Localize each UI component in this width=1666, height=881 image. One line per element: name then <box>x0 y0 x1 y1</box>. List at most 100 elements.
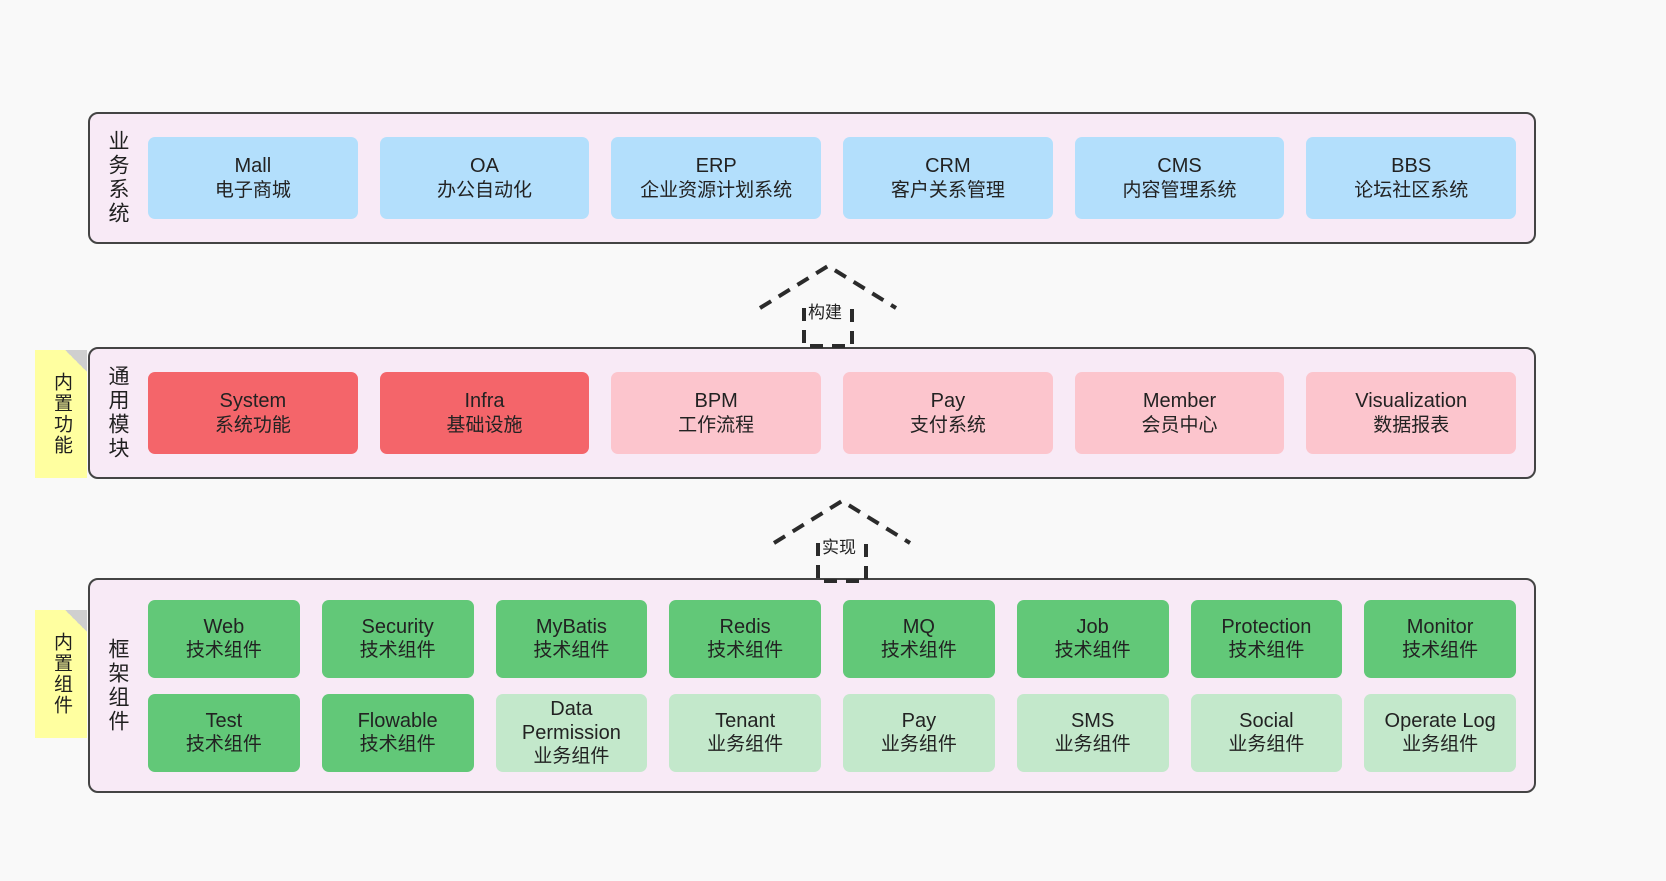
card-sms[interactable]: SMS 业务组件 <box>1016 693 1169 772</box>
card-title: Mall <box>234 155 272 178</box>
card-title: ERP <box>695 155 737 178</box>
card-redis[interactable]: Redis 技术组件 <box>669 599 821 678</box>
card-title: Redis <box>719 615 771 638</box>
card-title: CMS <box>1157 155 1202 178</box>
card-title: Job <box>1076 615 1109 638</box>
card-desc: 数据报表 <box>1373 414 1450 436</box>
card-flowable[interactable]: Flowable 技术组件 <box>321 693 474 772</box>
card-infra[interactable]: Infra 基础设施 <box>379 372 590 454</box>
connector-build: 构建 <box>758 262 898 348</box>
card-title: Data Permission <box>521 697 621 744</box>
card-desc: 客户关系管理 <box>890 179 1005 201</box>
card-desc: 技术组件 <box>185 734 262 756</box>
card-title: Operate Log <box>1384 709 1496 732</box>
layer-common-modules: 通用模块 System 系统功能 Infra 基础设施 BPM 工作流程 Pay… <box>88 347 1536 479</box>
card-mq[interactable]: MQ 技术组件 <box>843 599 995 678</box>
card-title: BBS <box>1391 155 1432 178</box>
framework-components-row-2: Test 技术组件 Flowable 技术组件 Data Permission … <box>148 693 1516 772</box>
layer-title-modules: 通用模块 <box>106 365 130 461</box>
card-title: CRM <box>925 155 971 178</box>
card-job[interactable]: Job 技术组件 <box>1016 599 1169 678</box>
card-desc: 技术组件 <box>1054 640 1131 662</box>
card-desc: 业务组件 <box>707 734 784 756</box>
connector-implement: 实现 <box>772 497 912 583</box>
card-desc: 业务组件 <box>533 746 610 768</box>
card-bbs[interactable]: BBS 论坛社区系统 <box>1306 137 1517 219</box>
card-pay-module[interactable]: Pay 支付系统 <box>843 372 1053 454</box>
card-member[interactable]: Member 会员中心 <box>1074 372 1285 454</box>
card-erp[interactable]: ERP 企业资源计划系统 <box>611 137 822 219</box>
card-monitor[interactable]: Monitor 技术组件 <box>1364 599 1516 678</box>
card-crm[interactable]: CRM 客户关系管理 <box>843 137 1053 219</box>
card-social[interactable]: Social 业务组件 <box>1190 693 1343 772</box>
card-title: Monitor <box>1406 615 1474 638</box>
card-desc: 工作流程 <box>678 414 755 436</box>
layer-title-business: 业务系统 <box>106 130 130 226</box>
build-arrowhead <box>758 263 898 310</box>
card-title: BPM <box>694 390 738 413</box>
business-systems-row: Mall 电子商城 OA 办公自动化 ERP 企业资源计划系统 CRM 客户关系… <box>148 137 1517 219</box>
card-title: Tenant <box>715 709 776 732</box>
card-desc: 技术组件 <box>880 640 957 662</box>
card-web[interactable]: Web 技术组件 <box>148 599 300 678</box>
framework-components-row-1: Web 技术组件 Security 技术组件 MyBatis 技术组件 Redi… <box>148 599 1516 678</box>
card-desc: 技术组件 <box>707 640 784 662</box>
card-oa[interactable]: OA 办公自动化 <box>379 137 590 219</box>
card-title: MyBatis <box>535 615 607 638</box>
layer-title-framework: 框架组件 <box>106 637 130 734</box>
card-bpm[interactable]: BPM 工作流程 <box>611 372 822 454</box>
card-operate-log[interactable]: Operate Log 业务组件 <box>1364 693 1516 772</box>
card-security[interactable]: Security 技术组件 <box>321 599 474 678</box>
card-title: Security <box>361 615 434 638</box>
card-desc: 业务组件 <box>1228 734 1305 756</box>
card-desc: 业务组件 <box>880 734 957 756</box>
card-data-permission[interactable]: Data Permission 业务组件 <box>495 693 648 772</box>
card-desc: 技术组件 <box>533 640 610 662</box>
common-modules-row: System 系统功能 Infra 基础设施 BPM 工作流程 Pay 支付系统… <box>148 372 1517 454</box>
card-visualization[interactable]: Visualization 数据报表 <box>1306 372 1517 454</box>
card-mybatis[interactable]: MyBatis 技术组件 <box>495 599 648 678</box>
card-desc: 业务组件 <box>1402 734 1479 756</box>
card-desc: 论坛社区系统 <box>1354 179 1469 201</box>
card-desc: 业务组件 <box>1054 734 1131 756</box>
card-desc: 技术组件 <box>359 640 436 662</box>
card-title: Web <box>203 615 245 638</box>
card-pay-component[interactable]: Pay 业务组件 <box>843 693 995 772</box>
card-title: Social <box>1239 709 1294 732</box>
card-test[interactable]: Test 技术组件 <box>148 693 300 772</box>
card-desc: 技术组件 <box>359 734 436 756</box>
card-title: Pay <box>930 390 966 413</box>
card-title: Pay <box>901 709 937 732</box>
layer-business-systems: 业务系统 Mall 电子商城 OA 办公自动化 ERP 企业资源计划系统 CRM… <box>88 112 1536 244</box>
card-mall[interactable]: Mall 电子商城 <box>148 137 358 219</box>
card-desc: 基础设施 <box>446 414 523 436</box>
card-title: Visualization <box>1355 390 1468 413</box>
card-desc: 支付系统 <box>909 414 986 436</box>
layer-framework-components: 框架组件 Web 技术组件 Security 技术组件 MyBatis 技术组件… <box>88 578 1536 793</box>
card-desc: 系统功能 <box>214 414 291 436</box>
card-desc: 技术组件 <box>1228 640 1305 662</box>
card-system[interactable]: System 系统功能 <box>148 372 358 454</box>
card-tenant[interactable]: Tenant 业务组件 <box>669 693 821 772</box>
card-desc: 技术组件 <box>185 640 262 662</box>
card-desc: 企业资源计划系统 <box>640 179 793 201</box>
sticky-note-label: 内置功能 <box>50 372 72 456</box>
sticky-note-builtin-features: 内置功能 <box>35 350 87 478</box>
card-protection[interactable]: Protection 技术组件 <box>1190 599 1343 678</box>
card-desc: 电子商城 <box>214 179 291 201</box>
connector-build-label: 构建 <box>806 298 844 323</box>
card-title: Infra <box>464 390 505 413</box>
card-title: MQ <box>902 615 935 638</box>
card-title: Protection <box>1221 615 1312 638</box>
card-title: SMS <box>1070 709 1115 732</box>
connector-implement-label: 实现 <box>820 533 858 558</box>
card-title: Member <box>1142 390 1217 413</box>
implement-arrowhead <box>772 498 912 545</box>
card-desc: 会员中心 <box>1141 414 1218 436</box>
card-cms[interactable]: CMS 内容管理系统 <box>1074 137 1285 219</box>
sticky-note-builtin-components: 内置组件 <box>35 610 87 738</box>
card-title: Flowable <box>357 709 438 732</box>
sticky-note-label: 内置组件 <box>50 632 72 716</box>
card-desc: 技术组件 <box>1402 640 1479 662</box>
